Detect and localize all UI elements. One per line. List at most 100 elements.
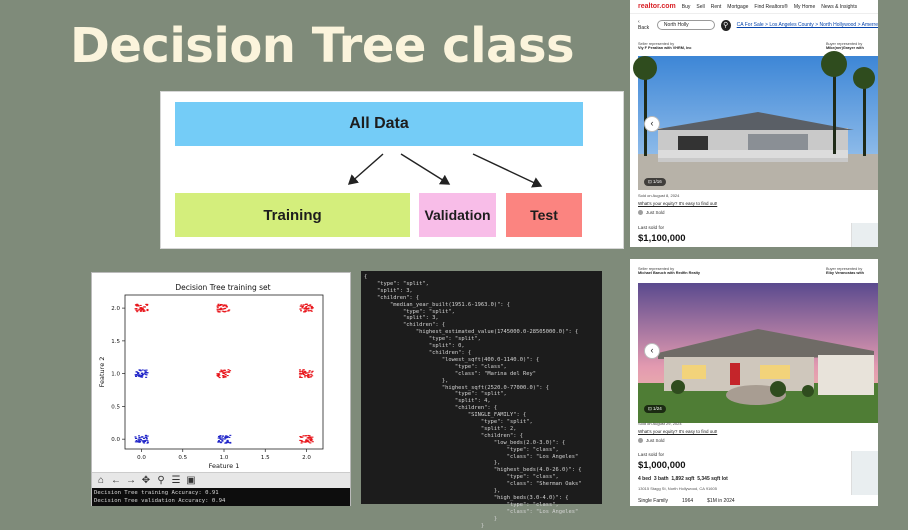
y-tick-label: 1.0 bbox=[111, 372, 120, 378]
listing-photo[interactable]: ‹ ⊡ 1/16 bbox=[633, 51, 878, 190]
y-tick-label: 0.0 bbox=[111, 437, 120, 443]
data-split-diagram: All Data Training Validation Test bbox=[160, 91, 624, 249]
plot-title: Decision Tree training set bbox=[175, 283, 270, 292]
photo-prev-button-2[interactable]: ‹ bbox=[644, 343, 660, 359]
property-type: Single Family bbox=[638, 498, 669, 504]
save-icon[interactable]: ▣ bbox=[186, 474, 196, 486]
x-tick-label: 0.0 bbox=[137, 455, 146, 461]
price-history: $1M in 2024 bbox=[707, 498, 735, 504]
point-cluster bbox=[134, 369, 149, 378]
arrow-to-test bbox=[472, 153, 543, 188]
forward-arrow-icon[interactable]: → bbox=[126, 474, 136, 486]
validation-box: Validation bbox=[419, 193, 496, 237]
nav-rent[interactable]: Rent bbox=[710, 3, 722, 10]
breadcrumb[interactable]: CA For Sale > Los Angeles County > North… bbox=[736, 22, 878, 28]
status-badge-2: Just Sold bbox=[638, 438, 665, 443]
point-cluster bbox=[299, 303, 314, 313]
map-thumbnail[interactable] bbox=[851, 223, 878, 247]
point-cluster bbox=[134, 434, 149, 444]
sqft: 1,892 sqft bbox=[671, 476, 695, 482]
nav-sell[interactable]: Sell bbox=[696, 3, 705, 10]
status-text-2: Just Sold bbox=[646, 438, 665, 443]
nav-find-realtors[interactable]: Find Realtors® bbox=[754, 3, 788, 10]
x-tick-label: 2.0 bbox=[302, 455, 311, 461]
search-input[interactable]: North Holly bbox=[656, 20, 715, 30]
training-box: Training bbox=[175, 193, 410, 237]
equity-link-2[interactable]: What's your equity? It's easy to find ou… bbox=[638, 429, 718, 434]
y-tick-label: 2.0 bbox=[111, 306, 120, 312]
realtor-listing-1: realtor.com Buy Sell Rent Mortgage Find … bbox=[630, 0, 878, 247]
point-cluster bbox=[216, 369, 232, 379]
photo-counter-value: 1/16 bbox=[653, 179, 662, 184]
pan-icon[interactable]: ✥ bbox=[141, 474, 151, 486]
sold-price: $1,100,000 bbox=[638, 233, 686, 244]
x-tick-label: 1.5 bbox=[261, 455, 270, 461]
property-facts: 4 bed 3 bath 1,892 sqft 5,345 sqft lot bbox=[638, 476, 728, 482]
realtor-logo[interactable]: realtor.com bbox=[638, 3, 676, 10]
point-cluster bbox=[134, 303, 149, 313]
all-data-box: All Data bbox=[175, 102, 583, 146]
status-text: Just Sold bbox=[646, 210, 665, 215]
status-dot-icon-2 bbox=[638, 438, 643, 443]
arrow-to-training bbox=[347, 153, 384, 185]
plot-toolbar: ⌂ ← → ✥ ⚲ ☰ ▣ bbox=[92, 472, 350, 488]
point-cluster bbox=[299, 434, 314, 444]
last-sold-label: Last sold for bbox=[638, 226, 665, 231]
console-output: Decision Tree training Accuracy: 0.91 De… bbox=[92, 488, 350, 506]
y-axis-label: Feature 2 bbox=[98, 357, 106, 388]
test-box: Test bbox=[506, 193, 582, 237]
x-tick-label: 0.5 bbox=[178, 455, 187, 461]
photo-counter-value-2: 1/24 bbox=[653, 406, 662, 411]
nav-news[interactable]: News & Insights bbox=[821, 3, 858, 10]
property-address: 13015 Stagg St, North Hollywood, CA 9160… bbox=[638, 486, 717, 491]
plot-window: Decision Tree training set 0.0 0.5 1.0 1.5 2… bbox=[91, 272, 351, 506]
last-sold-label-2: Last sold for bbox=[638, 453, 665, 458]
back-link[interactable]: ‹ Back bbox=[638, 19, 650, 31]
tree-json-panel: { "type": "split", "split": 3, "children… bbox=[361, 271, 602, 529]
sold-price-2: $1,000,000 bbox=[638, 460, 686, 471]
house-photo-1 bbox=[633, 51, 878, 190]
nav-my-home[interactable]: My Home bbox=[793, 3, 816, 10]
search-bar: ‹ Back North Holly ⚲ CA For Sale > Los A… bbox=[638, 18, 878, 32]
point-cluster bbox=[217, 434, 232, 444]
baths: 3 bath bbox=[653, 476, 669, 482]
beds: 4 bed bbox=[638, 476, 652, 482]
seller-agent-2: Michael Baruch with Redfin Realty bbox=[638, 271, 701, 275]
training-accuracy-line: Decision Tree training Accuracy: 0.91 bbox=[94, 490, 219, 496]
scatter-plot: Decision Tree training set 0.0 0.5 1.0 1.5 2… bbox=[98, 283, 324, 470]
equity-link[interactable]: What's your equity? It's easy to find ou… bbox=[638, 201, 718, 206]
x-axis-label: Feature 1 bbox=[209, 462, 240, 470]
realtor-nav: realtor.com Buy Sell Rent Mortgage Find … bbox=[630, 0, 878, 14]
arrow-to-validation bbox=[400, 153, 451, 185]
photo-counter-2: ⊡ 1/24 bbox=[644, 405, 666, 413]
sold-date-2: Sold on August 29, 2024 bbox=[638, 421, 682, 426]
map-thumbnail-2[interactable] bbox=[851, 451, 878, 495]
x-tick-label: 1.0 bbox=[220, 455, 229, 461]
slide-title: Decision Tree class bbox=[70, 18, 575, 74]
house-photo-2 bbox=[638, 283, 878, 423]
buyer-agent-2: Eiby Veranostas with bbox=[826, 271, 864, 275]
back-arrow-icon[interactable]: ← bbox=[111, 474, 121, 486]
photo-prev-button[interactable]: ‹ bbox=[644, 116, 660, 132]
configure-icon[interactable]: ☰ bbox=[171, 474, 181, 486]
zoom-icon[interactable]: ⚲ bbox=[157, 474, 165, 486]
point-cluster bbox=[216, 303, 231, 313]
diagram-arrows bbox=[347, 153, 543, 188]
buyer-rep-label: Buyer represented by bbox=[826, 42, 863, 46]
search-icon[interactable]: ⚲ bbox=[720, 19, 731, 31]
point-cluster bbox=[298, 369, 314, 379]
nav-buy[interactable]: Buy bbox=[681, 3, 691, 10]
listing-photo-2[interactable]: ‹ ⊡ 1/24 bbox=[638, 283, 878, 423]
home-icon[interactable]: ⌂ bbox=[97, 474, 105, 486]
seller-rep-label: Seller represented by bbox=[638, 42, 675, 46]
photo-counter: ⊡ 1/16 bbox=[644, 178, 666, 186]
back-label: Back bbox=[638, 25, 650, 31]
lot-size: 5,345 sqft lot bbox=[697, 476, 728, 482]
nav-mortgage[interactable]: Mortgage bbox=[727, 3, 749, 10]
seller-rep-label-2: Seller represented by bbox=[638, 267, 675, 271]
y-tick-label: 1.5 bbox=[111, 339, 120, 345]
